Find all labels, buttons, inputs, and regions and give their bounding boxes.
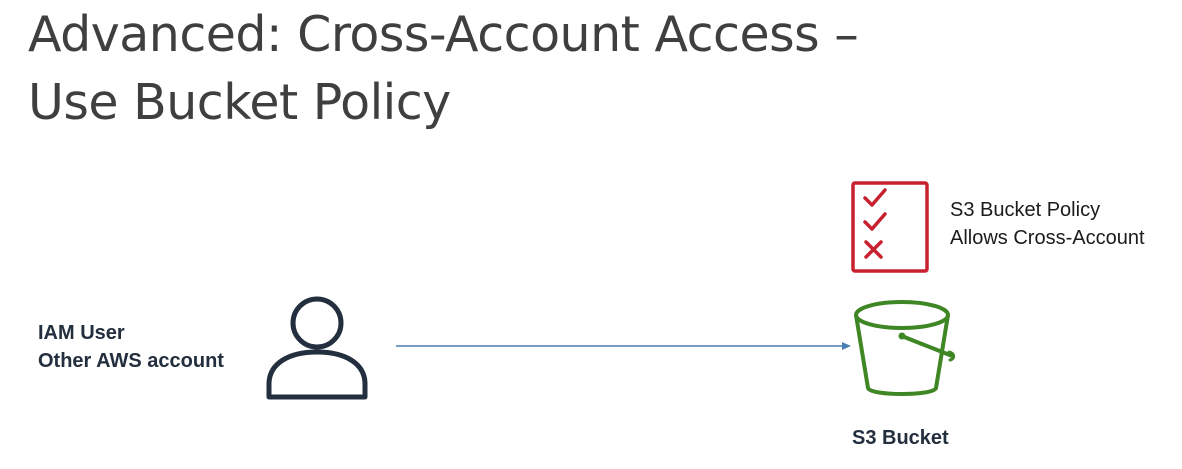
access-arrow: [396, 342, 851, 350]
bucket-policy-label-line-2: Allows Cross-Account: [950, 227, 1145, 249]
s3-bucket-label: S3 Bucket: [852, 427, 949, 449]
iam-user-label: IAM User Other AWS account: [38, 319, 224, 375]
s3-bucket-icon: [854, 300, 956, 396]
cross-mark: [864, 240, 883, 259]
checklist-icon: [851, 181, 929, 273]
slide-title-line-1: Advanced: Cross-Account Access –: [28, 6, 859, 63]
bucket-policy-label-line-1: S3 Bucket Policy: [950, 199, 1101, 221]
check-mark-2: [863, 212, 887, 231]
slide-title-line-2: Use Bucket Policy: [28, 74, 451, 131]
iam-user-label-line-1: IAM User: [38, 322, 125, 344]
iam-user-label-line-2: Other AWS account: [38, 350, 224, 372]
bucket-policy-label: S3 Bucket Policy Allows Cross-Account: [950, 196, 1145, 252]
person-icon: [266, 296, 368, 400]
check-mark-1: [863, 188, 887, 207]
